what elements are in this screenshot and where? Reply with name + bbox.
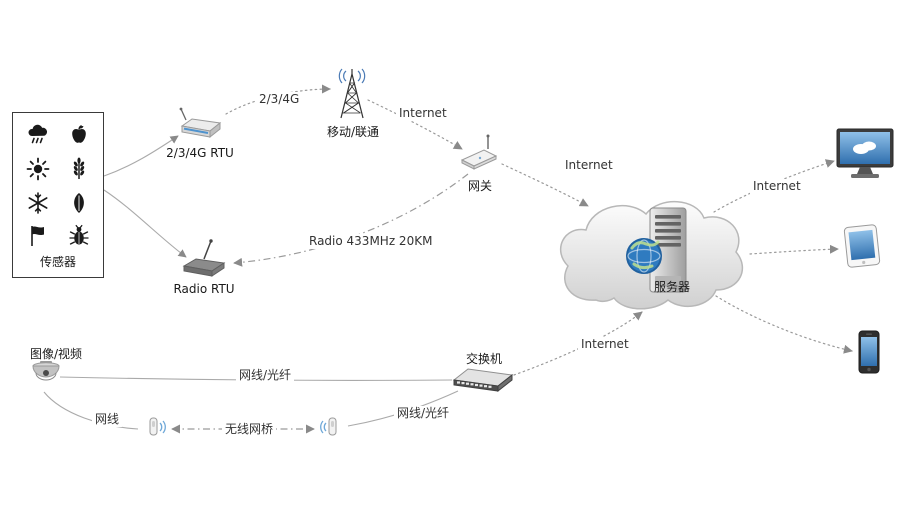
edge-label-tower-to-gateway: Internet: [396, 106, 450, 121]
edge-cloud-to-tablet: [749, 244, 839, 255]
apple-icon: [71, 124, 86, 143]
wheat-icon: [73, 157, 84, 179]
sensor-box: 传感器: [12, 112, 104, 278]
edge-sensors-to-rtu4g: [103, 135, 179, 177]
server-tower-icon: [649, 207, 687, 293]
edge-camera-to-bridge: [43, 391, 139, 430]
dome-camera-icon: [32, 361, 60, 381]
rain-cloud-icon: [28, 124, 47, 144]
edge-rtu-to-tower: [225, 84, 331, 115]
edge-label-radio-link: Radio 433MHz 20KM: [306, 234, 436, 249]
sun-icon: [26, 157, 49, 181]
edge-tower-to-gateway: [367, 99, 463, 150]
radio-rtu-device-icon: [182, 239, 226, 277]
wireless-bridge-right-icon: [320, 417, 337, 436]
rtu4g-device-icon: [179, 107, 222, 139]
edge-label-camera-to-bridge: 网线: [92, 412, 123, 427]
switch-label: 交换机: [465, 352, 502, 366]
edge-label-gateway-to-cloud: Internet: [562, 158, 616, 173]
monitor-icon: [836, 128, 894, 178]
edge-label-camera-to-switch: 网线/光纤: [236, 368, 295, 383]
edge-radio-link: [233, 173, 469, 267]
edge-label-bridge-to-switch: 网线/光纤: [394, 406, 453, 421]
edge-gateway-to-cloud: [501, 163, 589, 207]
bug-icon: [68, 225, 89, 245]
camera-label: 图像/视频: [29, 347, 83, 361]
edge-sensors-to-radio-rtu: [103, 189, 187, 258]
wireless-bridge-left-icon: [149, 417, 166, 436]
edge-cloud-to-phone: [715, 295, 853, 354]
server-label: 服务器: [653, 280, 690, 294]
cell-tower-icon: [338, 68, 366, 119]
sensor-icon-grid: [13, 113, 103, 253]
edge-label-switch-to-cloud: Internet: [578, 337, 632, 352]
cloud-server-group: [559, 200, 744, 310]
snowflake-icon: [27, 191, 48, 214]
radio-rtu-label: Radio RTU: [173, 282, 235, 296]
rtu4g-label: 2/3/4G RTU: [166, 146, 234, 160]
edge-label-bridge-link: 无线网桥: [222, 422, 277, 437]
gateway-device-icon: [460, 134, 498, 170]
sensors-label: 传感器: [39, 255, 76, 269]
switch-device-icon: [452, 368, 514, 393]
gateway-label: 网关: [467, 179, 492, 193]
tower-label: 移动/联通: [326, 125, 380, 139]
leaf-icon: [73, 192, 84, 213]
tablet-icon: [843, 224, 881, 268]
flag-icon: [30, 226, 44, 247]
edge-label-cloud-to-monitor: Internet: [750, 179, 804, 194]
phone-icon: [858, 330, 880, 374]
edge-label-rtu-to-tower: 2/3/4G: [256, 92, 303, 107]
globe-icon: [626, 238, 662, 274]
